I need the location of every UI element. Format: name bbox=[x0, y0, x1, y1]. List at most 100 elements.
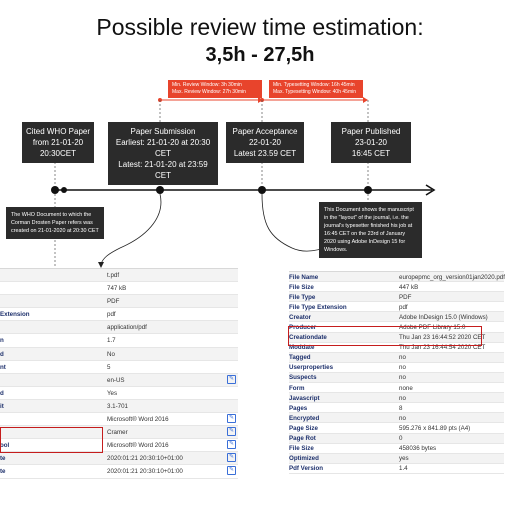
row-value: none bbox=[399, 384, 413, 392]
event-paper-acceptance: Paper Acceptance 22-01-20 Latest 23.59 C… bbox=[226, 122, 304, 163]
table-row: File Type Extension pdf bbox=[289, 302, 504, 313]
review-time-range: 3,5h - 27,5h bbox=[205, 44, 315, 66]
row-value: pdf bbox=[107, 311, 116, 319]
edit-icon[interactable]: ✎ bbox=[227, 453, 236, 463]
event-paper-published: Paper Published 23-01-20 16:45 CET bbox=[331, 122, 411, 163]
table-row: Form none bbox=[289, 383, 504, 394]
page-title: Possible review time estimation: bbox=[96, 14, 424, 40]
edit-icon[interactable]: ✎ bbox=[227, 427, 236, 437]
table-row: te 2020:01:21 20:30:10+01:00 ✎ bbox=[0, 465, 238, 479]
edit-icon[interactable]: ✎ bbox=[227, 466, 236, 476]
row-value: No bbox=[107, 350, 115, 358]
row-value: pdf bbox=[399, 303, 408, 311]
row-value: yes bbox=[399, 455, 409, 463]
row-key: File Size bbox=[289, 283, 314, 291]
row-value: Thu Jan 23 16:44:52 2020 CET bbox=[399, 334, 486, 342]
row-value: application/pdf bbox=[107, 324, 147, 332]
row-value: no bbox=[399, 354, 406, 362]
row-value: no bbox=[399, 394, 406, 402]
row-value: Thu Jan 23 16:44:54 2020 CET bbox=[399, 344, 486, 352]
right-date-highlight bbox=[288, 326, 482, 346]
row-value: Microsoft® Word 2016 bbox=[107, 442, 169, 450]
row-value: Adobe PDF Library 15.0 bbox=[399, 323, 466, 331]
row-key: Pdf Version bbox=[289, 465, 324, 473]
left-metadata-table: t.pdf 747 kB PDF Extension pdf applicatio… bbox=[0, 268, 238, 479]
row-value: t.pdf bbox=[107, 272, 120, 279]
row-value: no bbox=[399, 364, 406, 372]
event-time: 20:30CET bbox=[39, 149, 77, 158]
row-key: nt bbox=[0, 363, 6, 371]
event-title: Paper Published bbox=[341, 127, 401, 136]
table-row: Optimized yes bbox=[289, 453, 504, 464]
event-date: 23-01-20 bbox=[354, 138, 388, 147]
row-key: File Name bbox=[289, 273, 319, 281]
row-value: PDF bbox=[107, 298, 120, 306]
row-value: 1.7 bbox=[107, 337, 116, 345]
event-time: Latest 23.59 CET bbox=[233, 149, 297, 158]
event-paper-submission: Paper Submission Earliest: 21-01-20 at 2… bbox=[108, 122, 218, 185]
edit-icon[interactable]: ✎ bbox=[227, 414, 236, 424]
row-key: Form bbox=[289, 384, 305, 392]
row-key: d bbox=[0, 350, 4, 358]
typesetting-window-min: Min. Typesetting Window: 16h 45min bbox=[273, 82, 355, 88]
table-row: ool Microsoft® Word 2016 ✎ bbox=[0, 439, 238, 453]
event-time: Latest: 21-01-20 at 23:59 CET bbox=[118, 160, 208, 180]
typesetting-window-box: Min. Typesetting Window: 16h 45min Max. … bbox=[269, 80, 363, 98]
row-value: PDF bbox=[399, 293, 412, 301]
left-date-highlight bbox=[0, 427, 103, 453]
row-value: 747 kB bbox=[107, 285, 127, 293]
row-key: d bbox=[0, 389, 4, 397]
table-row: nt 5 bbox=[0, 361, 238, 374]
table-row: Moddate Thu Jan 23 16:44:54 2020 CET bbox=[289, 343, 504, 353]
event-date: 22-01-20 bbox=[248, 138, 282, 147]
edit-icon[interactable]: ✎ bbox=[227, 440, 236, 450]
row-key: Moddate bbox=[289, 344, 315, 352]
row-key: ool bbox=[0, 442, 10, 450]
table-row: te 2020:01:21 20:30:10+01:00 ✎ bbox=[0, 452, 238, 466]
row-key: Creator bbox=[289, 313, 312, 321]
table-row: d Yes bbox=[0, 387, 238, 400]
table-row: t.pdf bbox=[0, 269, 238, 283]
review-window-min: Min. Review Window: 3h 30min bbox=[172, 82, 242, 88]
row-value: 5 bbox=[107, 363, 111, 371]
edit-icon[interactable]: ✎ bbox=[227, 374, 236, 384]
table-row: PDF bbox=[0, 295, 238, 309]
row-value: 447 kB bbox=[399, 283, 419, 291]
who-document-note: The WHO Document to which the Corman Dro… bbox=[6, 207, 104, 239]
row-value: 458036 bytes bbox=[399, 445, 437, 453]
row-key: te bbox=[0, 468, 6, 476]
row-value: 0 bbox=[399, 435, 403, 442]
row-value: Cramer bbox=[107, 429, 128, 437]
row-value: 2020:01:21 20:30:10+01:00 bbox=[107, 455, 183, 463]
row-value: Microsoft® Word 2016 bbox=[107, 416, 169, 424]
table-row: Extension pdf bbox=[0, 308, 238, 322]
review-window-max: Max. Review Window: 27h 30min bbox=[172, 89, 246, 95]
row-key: Suspects bbox=[289, 374, 317, 382]
row-value: 1.4 bbox=[399, 465, 408, 473]
row-key: File Type Extension bbox=[289, 303, 347, 311]
table-row: Creator Adobe InDesign 15.0 (Windows) bbox=[289, 312, 504, 323]
row-key: Optimized bbox=[289, 455, 319, 463]
row-key: Extension bbox=[0, 311, 30, 319]
row-key: it bbox=[0, 402, 4, 410]
row-value: en-US bbox=[107, 376, 125, 384]
row-value: Adobe InDesign 15.0 (Windows) bbox=[399, 313, 488, 321]
row-value: 2020:01:21 20:30:10+01:00 bbox=[107, 468, 183, 476]
row-value: Yes bbox=[107, 389, 118, 397]
row-key: File Type bbox=[289, 293, 316, 301]
table-row: en-US ✎ bbox=[0, 373, 238, 387]
event-title: Paper Acceptance bbox=[232, 127, 298, 136]
review-window-box: Min. Review Window: 3h 30min Max. Review… bbox=[168, 80, 262, 98]
row-key: te bbox=[0, 455, 6, 463]
